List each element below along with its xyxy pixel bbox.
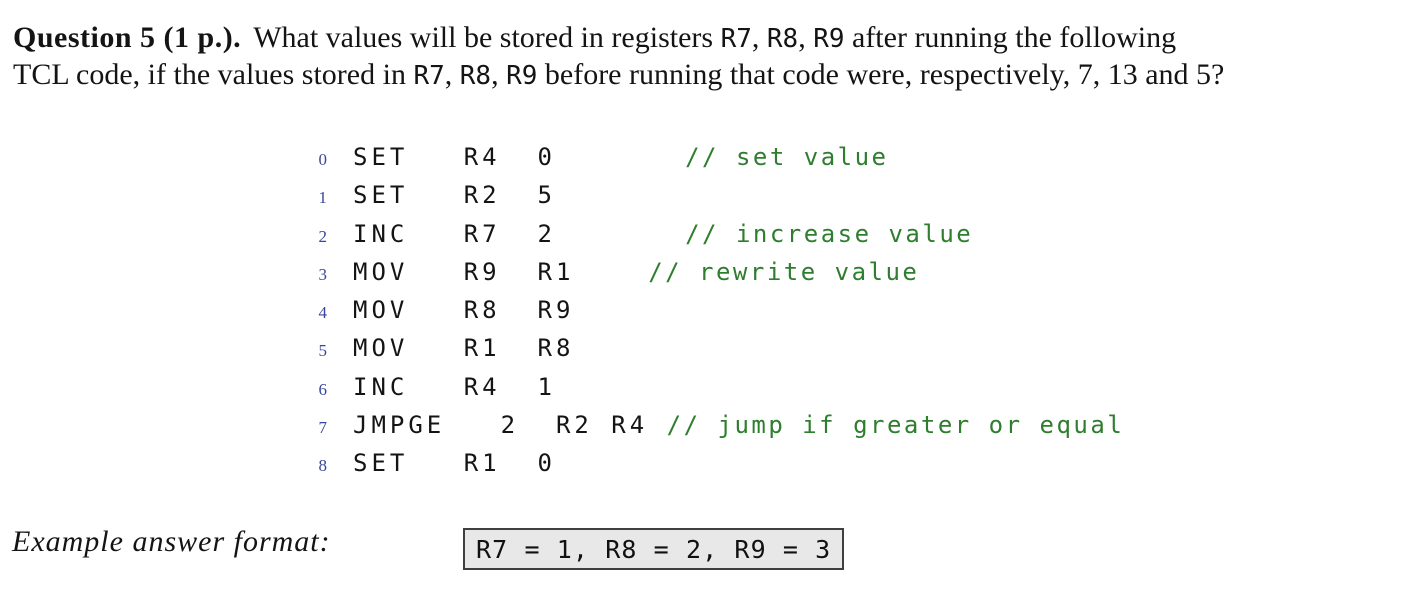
separator: , bbox=[444, 58, 460, 91]
code-listing: 0 SET R4 0 // set value 1 SET R2 5 2 INC R7… bbox=[0, 138, 1124, 483]
code-comment: // set value bbox=[685, 143, 889, 171]
code-text: MOV R9 R1 bbox=[353, 257, 649, 286]
code-line: 8 SET R1 0 bbox=[0, 444, 1124, 482]
code-line: 2 INC R7 2 // increase value bbox=[0, 215, 1124, 253]
code-line: 0 SET R4 0 // set value bbox=[0, 138, 1124, 176]
code-text: INC R7 2 bbox=[353, 219, 686, 248]
separator: , bbox=[798, 21, 814, 54]
question-number-label: Question 5 (1 p.). bbox=[13, 21, 242, 54]
separator: , bbox=[751, 21, 767, 54]
code-line: 1 SET R2 5 bbox=[0, 176, 1124, 214]
code-text: INC R4 1 bbox=[353, 372, 556, 401]
register-name-r9: R9 bbox=[506, 61, 538, 91]
code-text: MOV R8 R9 bbox=[353, 296, 575, 325]
line-number: 4 bbox=[318, 303, 328, 323]
line-number: 1 bbox=[318, 188, 328, 208]
code-comment: // rewrite value bbox=[648, 257, 920, 286]
code-line: 7 JMPGE 2 R2 R4 // jump if greater or equ… bbox=[0, 406, 1124, 444]
separator: , bbox=[491, 58, 507, 91]
line-number: 0 bbox=[318, 150, 328, 169]
code-line: 3 MOV R9 R1 // rewrite value bbox=[0, 253, 1124, 291]
register-name-r8: R8 bbox=[459, 61, 492, 91]
code-line: 5 MOV R1 R8 bbox=[0, 329, 1124, 367]
question-text: before running that code were, respectiv… bbox=[537, 58, 1225, 91]
question-line-1: Question 5 (1 p.). What values will be st… bbox=[13, 20, 1224, 57]
code-line: 6 INC R4 1 bbox=[0, 368, 1124, 406]
code-comment: // jump if greater or equal bbox=[666, 411, 1125, 440]
line-number: 6 bbox=[318, 379, 328, 399]
code-text: SET R4 0 bbox=[353, 143, 686, 171]
code-line: 4 MOV R8 R9 bbox=[0, 291, 1124, 329]
code-text: SET R2 5 bbox=[353, 181, 556, 210]
question-line-2: TCL code, if the values stored in R7, R8… bbox=[13, 57, 1224, 94]
code-text: SET R1 0 bbox=[353, 449, 556, 478]
answer-format-text: R7 = 1, R8 = 2, R9 = 3 bbox=[476, 534, 832, 564]
question-paragraph: Question 5 (1 p.). What values will be st… bbox=[13, 20, 1224, 94]
question-text: after running the following bbox=[844, 21, 1177, 54]
register-name-r9: R9 bbox=[813, 24, 845, 54]
line-number: 8 bbox=[318, 456, 328, 476]
register-name-r7: R7 bbox=[413, 61, 445, 91]
line-number: 2 bbox=[318, 226, 328, 246]
line-number: 7 bbox=[318, 418, 328, 438]
code-text: JMPGE 2 R2 R4 bbox=[353, 411, 667, 440]
line-number: 5 bbox=[318, 341, 328, 361]
answer-format-box: R7 = 1, R8 = 2, R9 = 3 bbox=[463, 528, 844, 570]
register-name-r8: R8 bbox=[766, 24, 799, 54]
question-text: TCL code, if the values stored in bbox=[13, 58, 414, 91]
example-answer-format-label: Example answer format: bbox=[12, 525, 331, 558]
line-number: 3 bbox=[318, 264, 328, 284]
code-comment: // increase value bbox=[685, 219, 974, 248]
code-text: MOV R1 R8 bbox=[353, 334, 575, 363]
question-text: What values will be stored in registers bbox=[253, 21, 721, 54]
register-name-r7: R7 bbox=[720, 24, 752, 54]
